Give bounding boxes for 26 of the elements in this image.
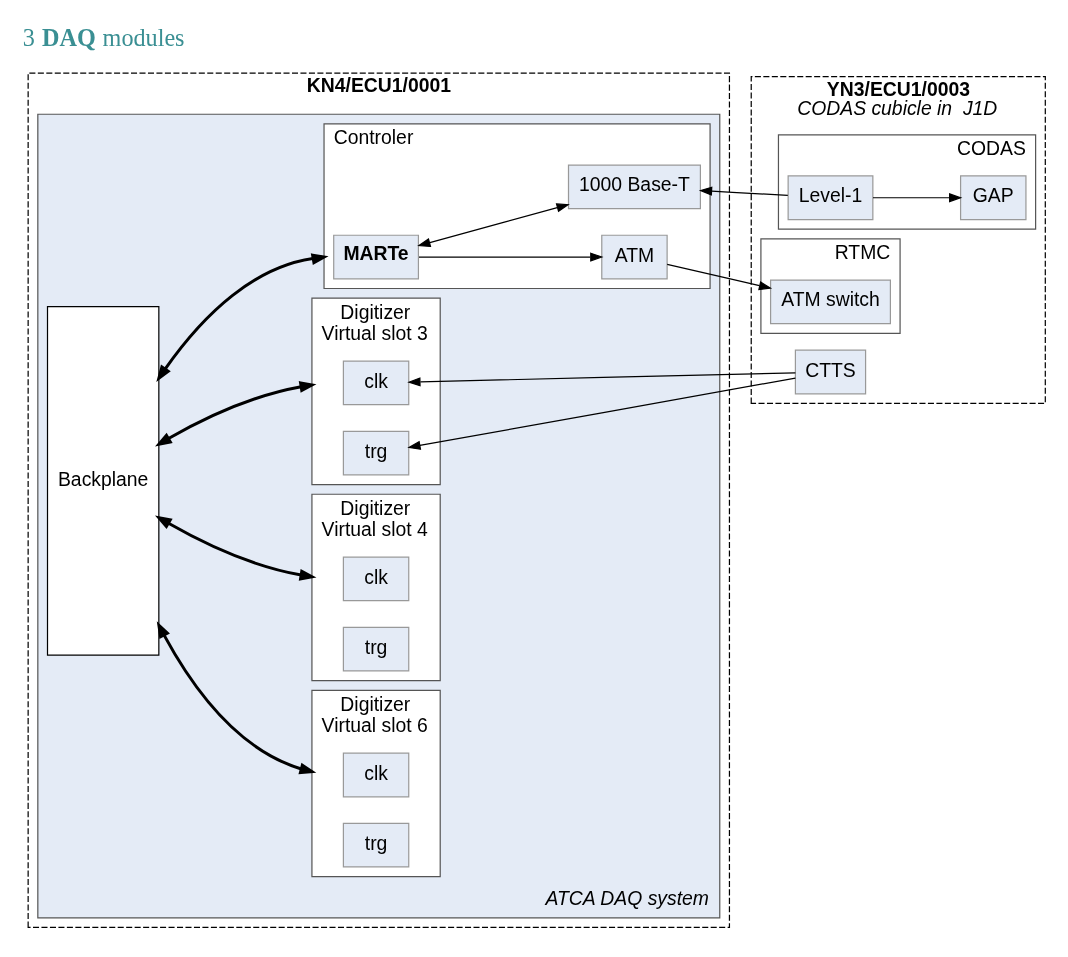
arrow [155,515,317,581]
node-box: trg [342,822,410,868]
node-box: trg [342,430,410,476]
arrow [666,263,773,291]
arrow [418,252,604,262]
node-box: ATM switch [770,279,891,325]
node-box: Backplane [46,306,160,656]
arrow [407,372,796,387]
node-box: ATM [601,234,668,280]
node-box: clk [342,360,410,406]
arrow [155,381,317,447]
node-box: clk [342,752,410,798]
node-box: GAP [960,175,1027,221]
label: 3 DAQ modules [22,24,185,52]
node-box: MARTe [333,234,420,280]
node-box: trg [342,626,410,672]
arrow [417,203,570,248]
node-box: Level-1 [787,175,874,221]
arrow [156,253,329,382]
arrow [407,377,796,450]
node-box: clk [342,556,410,602]
arrow [156,621,317,775]
node-box: 1000 Base-T [567,164,701,210]
arrow [872,193,963,203]
arrow [698,186,789,196]
node-box: CTTS [794,349,867,395]
